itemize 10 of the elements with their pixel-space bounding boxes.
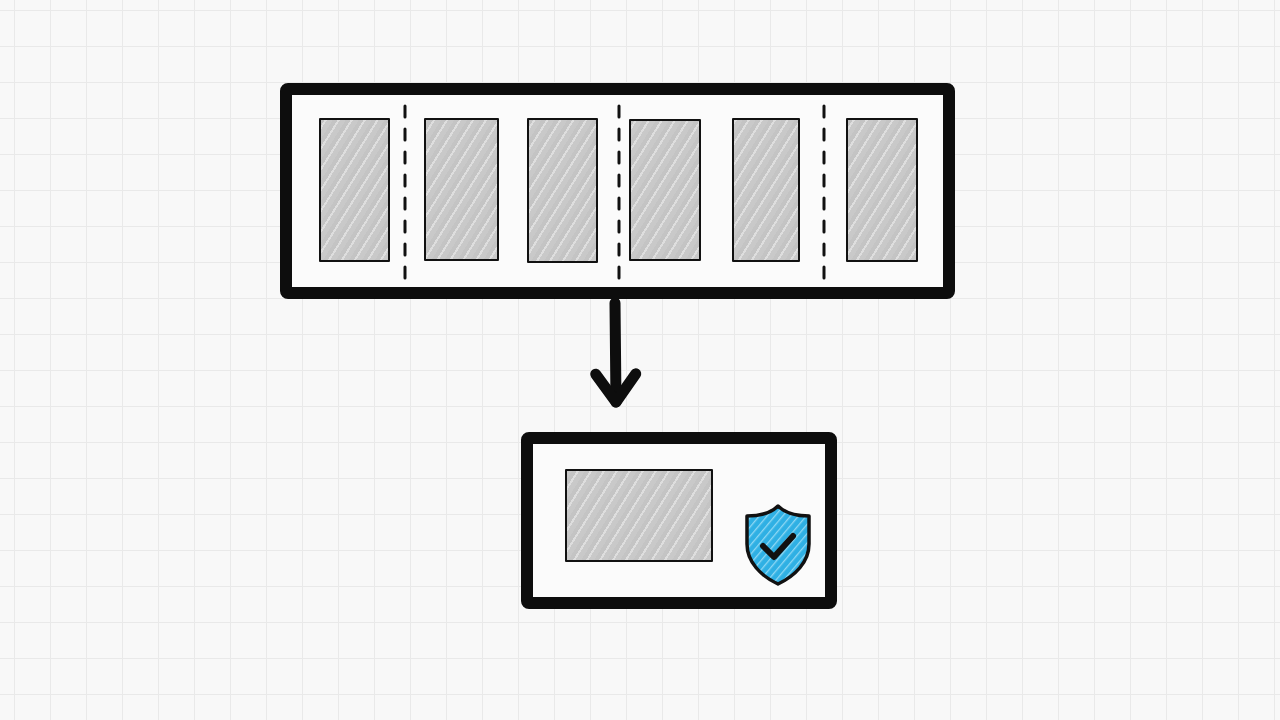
result-box: [521, 432, 837, 609]
hatched-block: [732, 118, 800, 262]
hatched-block: [846, 118, 918, 262]
hatched-block: [424, 118, 499, 261]
hatched-block: [629, 119, 701, 261]
hatched-block: [565, 469, 713, 562]
arrow: [590, 297, 642, 408]
hatched-block: [527, 118, 598, 263]
container-box: [280, 83, 955, 299]
hatched-block: [319, 118, 390, 262]
